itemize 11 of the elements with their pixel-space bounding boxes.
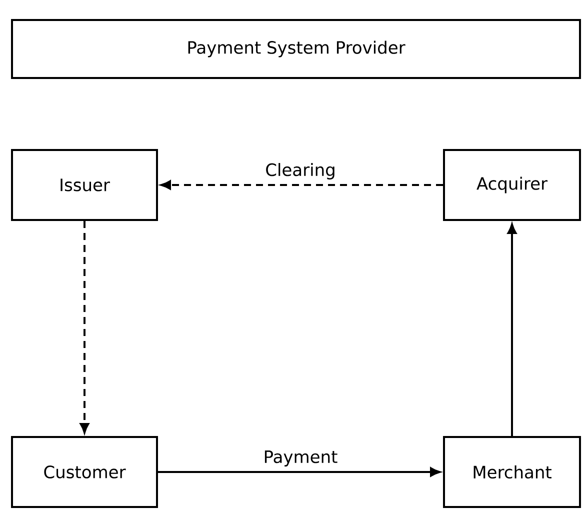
arrow — [80, 221, 90, 434]
edge-label: Payment — [264, 450, 338, 466]
edge-label: Clearing — [266, 163, 334, 180]
arrow — [158, 467, 440, 477]
entity-box: Merchant — [443, 436, 581, 508]
entity-box: Acquirer — [443, 149, 581, 221]
arrow — [507, 224, 517, 436]
title-box: Payment System Provider — [11, 19, 581, 79]
entity-box: Issuer — [11, 149, 158, 221]
entity-box: Customer — [11, 436, 158, 508]
arrow — [160, 180, 443, 190]
